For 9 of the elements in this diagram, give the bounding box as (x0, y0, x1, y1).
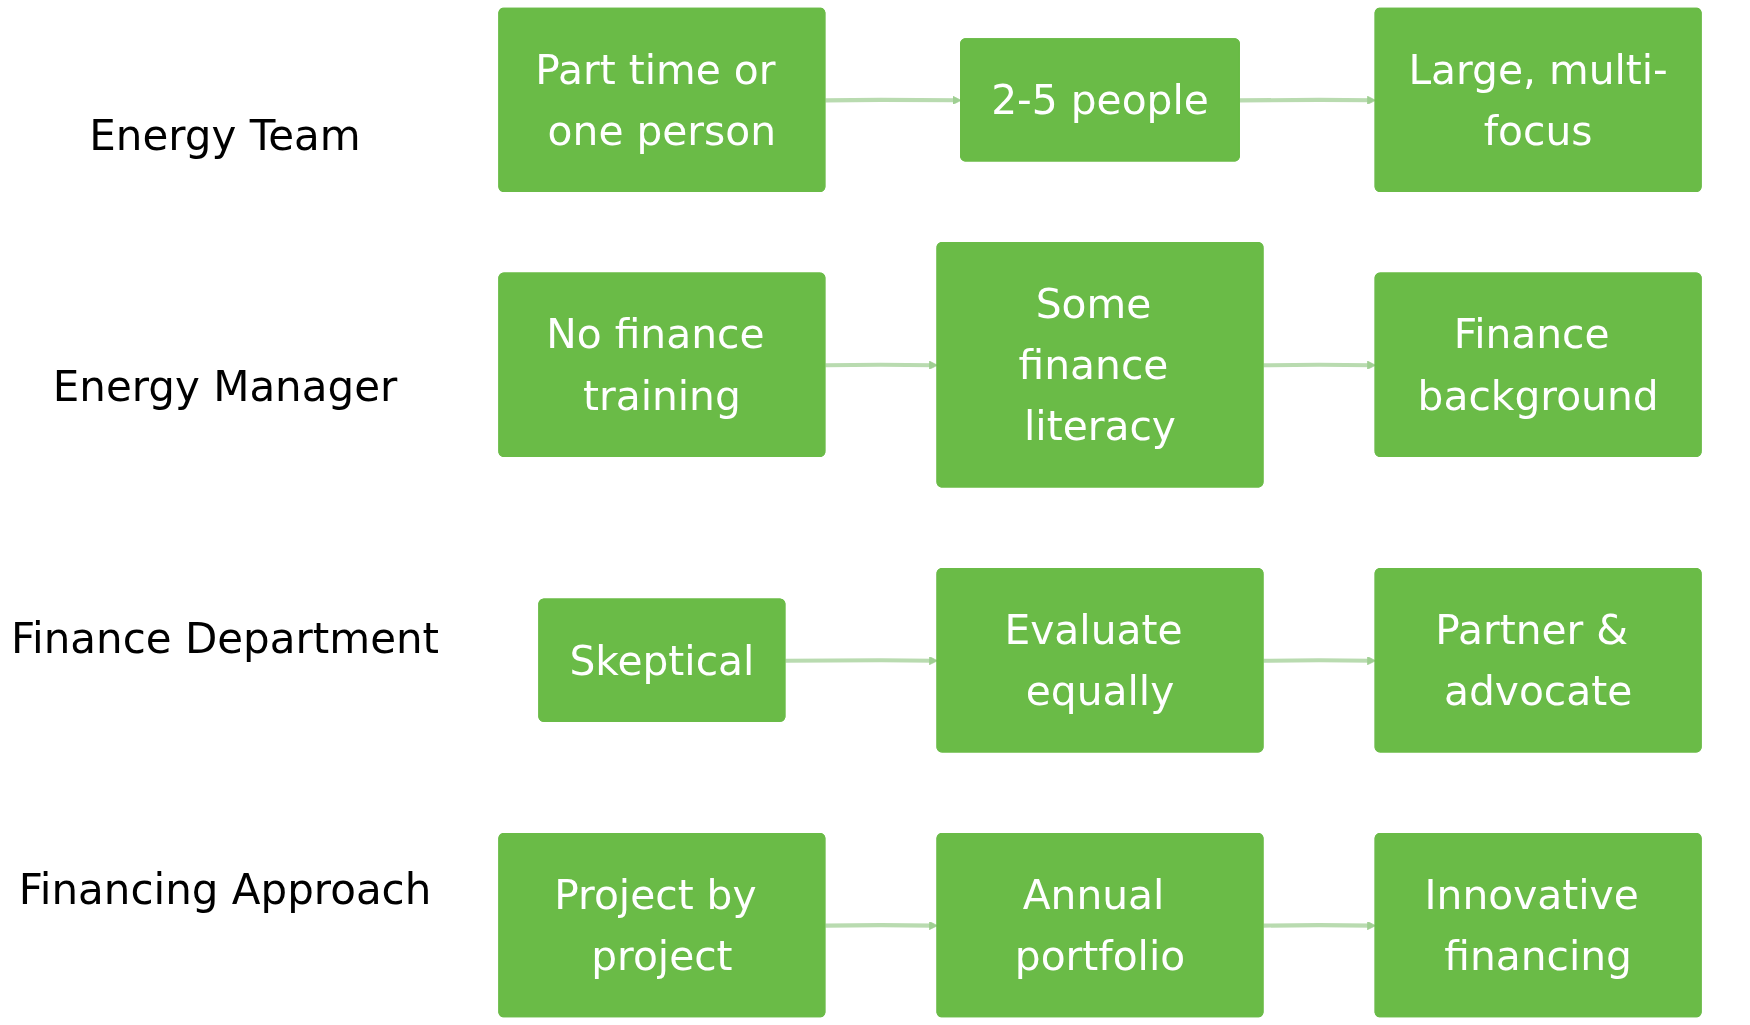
arrow (1239, 95, 1376, 105)
row-label: Finance Department (9, 613, 441, 663)
arrow (1263, 360, 1376, 370)
arrow (1263, 921, 1376, 931)
flowchart: Part time or one person 2-5 people Large, multi-focus No finance training Some finance literacy Finance background Skeptical Evaluate equally Partner & advocate Project by project Annual portfolio Innovative financing (450, 0, 1750, 1025)
row-label: Energy Team (88, 111, 362, 161)
arrow (1263, 656, 1376, 666)
row-label: Financing Approach (17, 864, 433, 914)
row-label: Energy Manager (51, 362, 399, 412)
